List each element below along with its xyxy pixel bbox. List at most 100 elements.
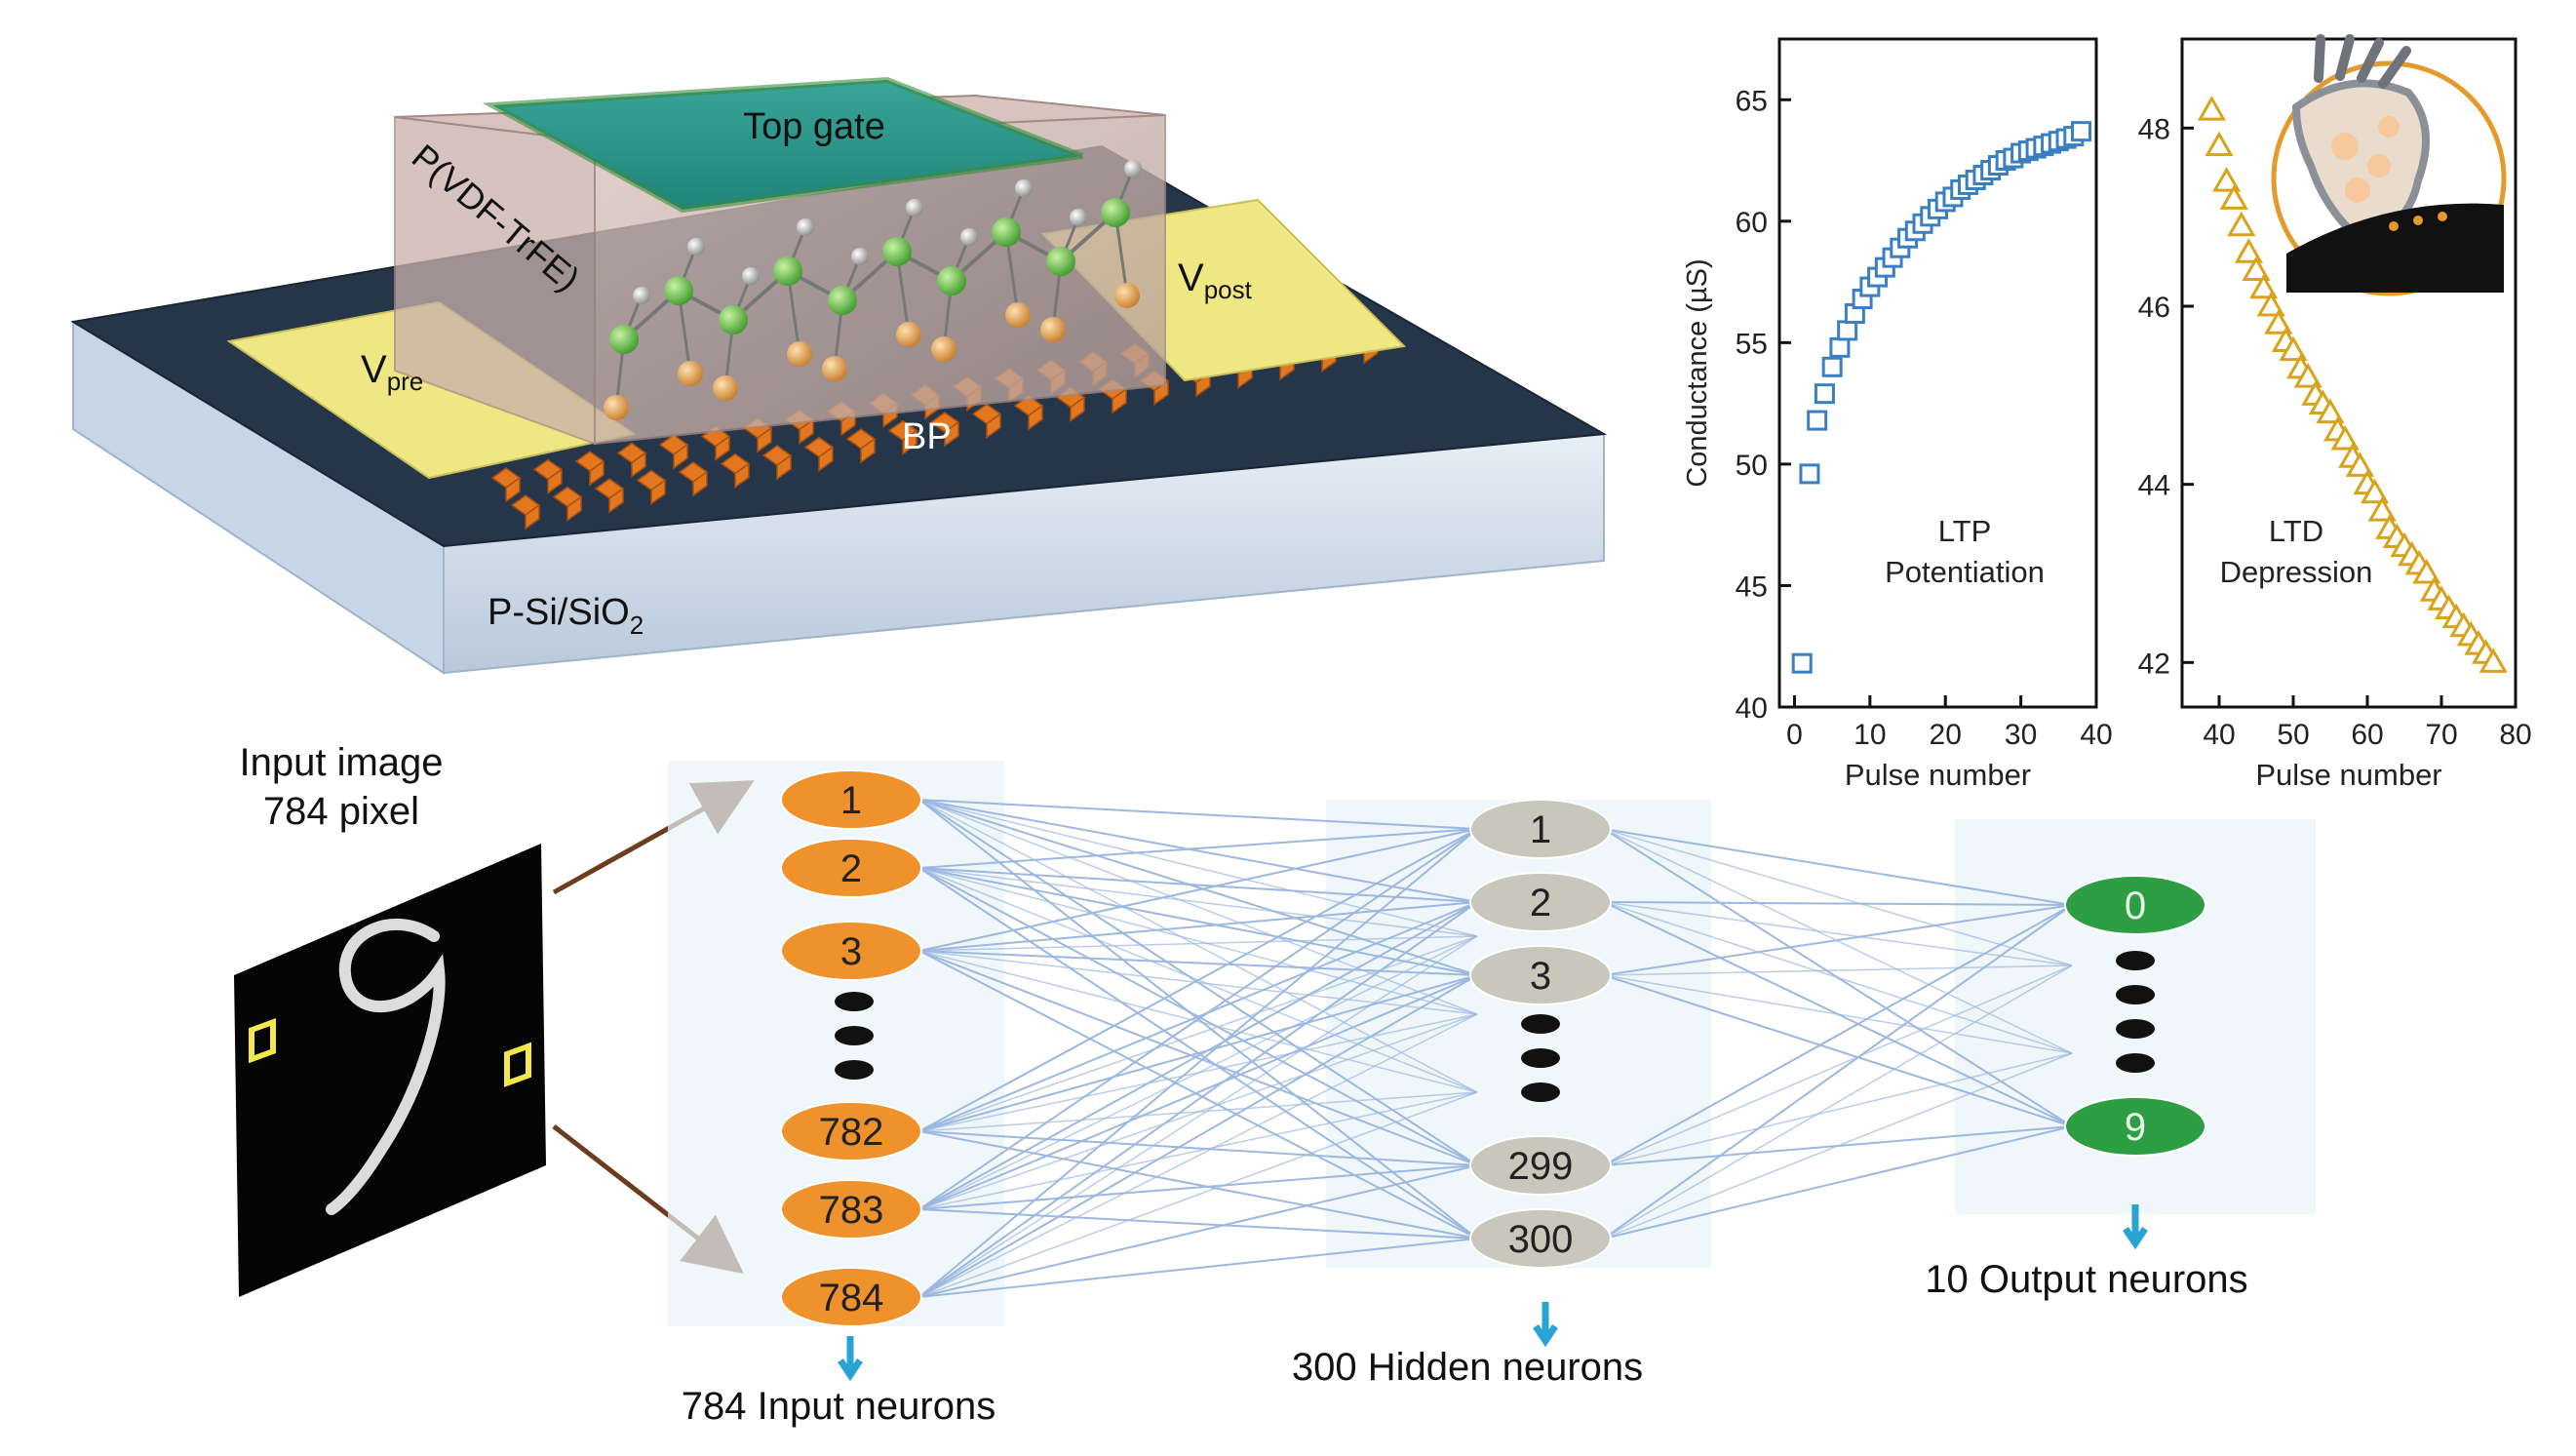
input-hidden-connection	[918, 1013, 1478, 1298]
input-hidden-connection	[918, 1091, 1478, 1210]
input-hidden-connection	[918, 799, 1478, 1015]
input-hidden-connection	[918, 974, 1478, 1298]
y-tick-label: 42	[2138, 648, 2170, 680]
bp-flake	[845, 428, 877, 464]
synapse-inset-icon	[2271, 34, 2507, 296]
input-hidden-connection	[918, 867, 1478, 976]
hidden-output-connection	[1603, 904, 2073, 1166]
y-tick-label: 65	[1736, 85, 1768, 117]
fluorine-atom	[787, 341, 812, 367]
x-axis-label: Pulse number	[2255, 758, 2441, 792]
input-hidden-connection	[918, 1091, 1478, 1298]
data-point	[2227, 211, 2256, 237]
hidden-output-connection	[1603, 901, 2073, 906]
bp-flake	[720, 453, 751, 489]
hidden-output-connection	[1603, 1052, 2073, 1240]
y-tick-label: 55	[1736, 328, 1768, 360]
data-point	[2367, 496, 2397, 522]
mnist-digit-image	[234, 844, 546, 1297]
data-point	[2264, 309, 2293, 334]
hidden-output-connection	[1603, 1125, 2073, 1240]
input-hidden-connection	[918, 935, 1478, 1132]
output-layer-label: 10 Output neurons	[1925, 1258, 2247, 1301]
hidden-output-connection	[1603, 904, 2073, 1240]
input-layer-label: 784 Input neurons	[682, 1385, 995, 1428]
bp-flake	[1013, 395, 1044, 431]
input-neuron	[780, 838, 922, 898]
data-point	[1829, 336, 1851, 358]
input-hidden-connection	[918, 901, 1478, 1132]
carbon-atom	[719, 305, 748, 334]
x-axis-label: Pulse number	[1845, 758, 2031, 792]
output-neuron	[2064, 875, 2206, 935]
hidden-output-connection	[1603, 974, 2073, 1054]
y-tick-label: 45	[1736, 571, 1768, 603]
data-point	[2330, 424, 2360, 451]
input-neuron-label: 3	[840, 930, 862, 973]
corner-marker-left	[249, 1017, 276, 1064]
input-hidden-connection	[918, 935, 1478, 1210]
input-hidden-connection	[918, 1164, 1478, 1298]
carbon-atom	[664, 276, 693, 305]
hidden-neuron	[1469, 872, 1612, 932]
input-hidden-connection	[918, 799, 1478, 903]
output-neuron-label: 0	[2125, 885, 2146, 927]
x-tick-label: 20	[1930, 719, 1962, 751]
data-point	[2219, 184, 2248, 210]
y-tick-label: 48	[2138, 113, 2170, 145]
bp-label: BP	[902, 416, 952, 457]
bp-flake	[574, 451, 605, 487]
data-point	[2197, 96, 2226, 121]
y-tick-label: 46	[2138, 292, 2170, 324]
bp-flake	[532, 458, 564, 494]
bp-flake	[594, 478, 625, 514]
hidden-layer-label: 300 Hidden neurons	[1292, 1346, 1643, 1389]
input-hidden-connection	[918, 867, 1478, 1093]
input-down-arrow-icon	[838, 1336, 863, 1382]
panel-annotation: Depression	[2220, 555, 2373, 589]
data-point	[1799, 463, 1820, 485]
carbon-atom	[882, 237, 912, 266]
hydrogen-atom	[797, 218, 814, 236]
input-hidden-connection	[918, 799, 1478, 937]
input-hidden-connection	[918, 950, 1478, 1093]
fluorine-atom	[931, 336, 956, 362]
hidden-output-connection	[1603, 1052, 2073, 1166]
bp-flake	[658, 434, 689, 470]
input-hidden-connection	[918, 1013, 1478, 1210]
input-neuron	[780, 769, 922, 830]
input-hidden-connection	[918, 935, 1478, 952]
input-hidden-connection	[918, 935, 1478, 1298]
y-tick-label: 60	[1736, 207, 1768, 239]
hydrogen-atom	[1070, 209, 1087, 226]
data-point	[2293, 363, 2322, 388]
hidden-down-arrow-icon	[1533, 1302, 1558, 1348]
output-down-arrow-icon	[2123, 1204, 2148, 1250]
hidden-output-connection	[1603, 964, 2073, 976]
input-hidden-connection	[918, 901, 1478, 952]
hidden-output-connection	[1603, 828, 2073, 1054]
hydrogen-atom	[687, 238, 705, 256]
input-image-caption-2: 784 pixel	[263, 790, 419, 833]
input-hidden-connection	[918, 950, 1478, 1240]
input-hidden-connection	[918, 828, 1478, 1210]
input-hidden-connection	[918, 799, 1478, 1093]
input-hidden-connection	[918, 828, 1478, 952]
input-image-group: Input image 784 pixel	[234, 741, 755, 1297]
x-tick-label: 10	[1854, 719, 1886, 751]
output-neuron-label: 9	[2125, 1106, 2146, 1149]
v-pre-label: Vpre	[361, 348, 423, 396]
input-image-caption-1: Input image	[239, 741, 443, 784]
bp-flake	[887, 419, 918, 455]
input-hidden-connection	[918, 950, 1478, 976]
digit-nine-stroke	[326, 919, 446, 1215]
hidden-output-connection	[1603, 974, 2073, 1127]
input-neuron	[780, 1179, 922, 1240]
bp-flake	[616, 442, 647, 478]
data-point	[1837, 320, 1858, 341]
bp-flake	[678, 461, 709, 497]
input-ellipsis	[835, 992, 874, 1080]
hidden-output-connection	[1603, 828, 2073, 966]
